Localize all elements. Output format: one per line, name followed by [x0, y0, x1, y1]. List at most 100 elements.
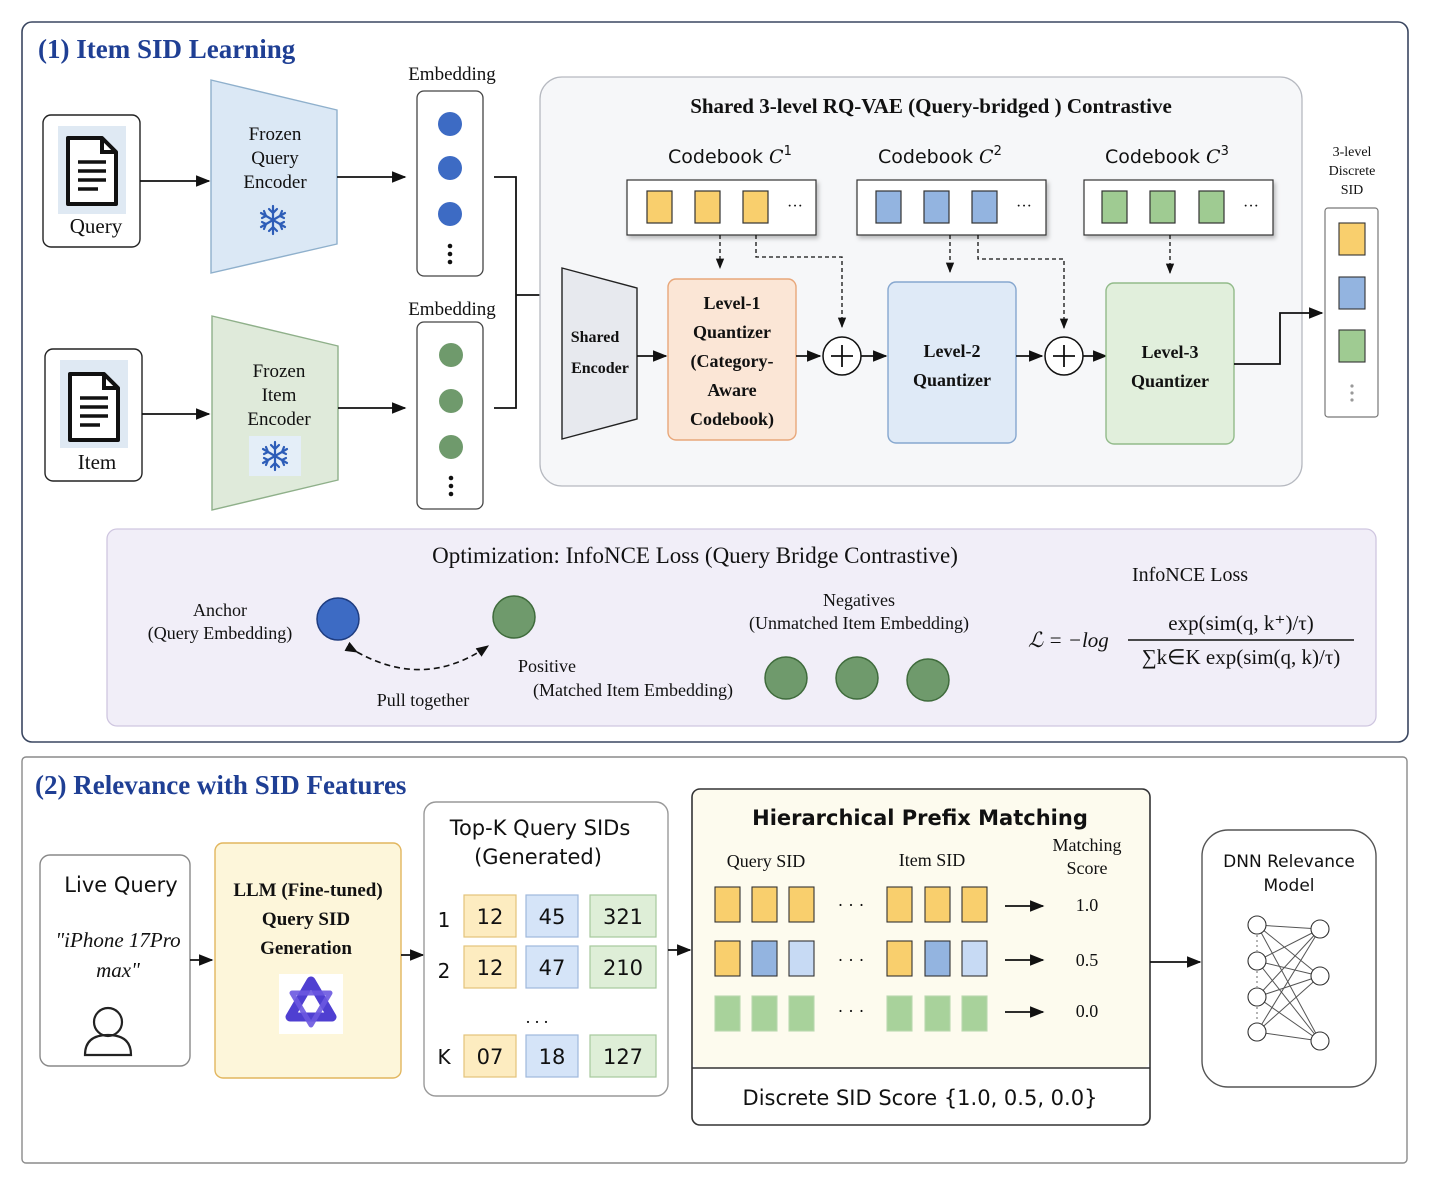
- sid-cell-value: 45: [539, 905, 566, 929]
- level2-line: Quantizer: [913, 370, 991, 390]
- pull-together-label: Pull together: [377, 690, 470, 710]
- match-row: · · · 0.5: [714, 940, 1099, 977]
- topk-title-line: (Generated): [474, 845, 602, 869]
- formula-numerator: exp(sim(q, k⁺)/τ): [1168, 611, 1314, 635]
- query-input-box: Query: [42, 114, 141, 248]
- live-query-text-line1: "iPhone 17Pro: [55, 928, 180, 952]
- query-encoder-line1: Frozen: [249, 124, 302, 145]
- level3-line: Quantizer: [1131, 371, 1209, 391]
- negative-dot: [835, 656, 879, 700]
- query-encoder-line3: Encoder: [243, 172, 307, 193]
- optimization-title: Optimization: InfoNCE Loss (Query Bridge…: [432, 543, 958, 568]
- section-item-sid-learning: (1) Item SID Learning Query: [21, 21, 1409, 743]
- optimization-panel: Optimization: InfoNCE Loss (Query Bridge…: [106, 528, 1377, 727]
- embedding-dot: [438, 156, 462, 180]
- codebook-2-label: Codebook C2: [878, 144, 1002, 168]
- plus-icon: [822, 336, 862, 376]
- codebook-1: Codebook C1 ···: [626, 144, 817, 236]
- live-query-box: Live Query "iPhone 17Pro max": [39, 854, 191, 1067]
- output-label-line: SID: [1341, 183, 1364, 198]
- snowflake-icon: [259, 204, 287, 236]
- codebook-entry: [971, 190, 998, 224]
- sid-code: [1338, 329, 1366, 363]
- pull-together-arrow: [344, 641, 490, 671]
- llm-logo-icon: [285, 976, 337, 1028]
- level1-line: (Category-: [691, 351, 774, 372]
- neural-network-icon: [1247, 915, 1330, 1051]
- section2-title: (2) Relevance with SID Features: [35, 770, 406, 800]
- vertical-ellipsis-icon: [1350, 384, 1354, 402]
- sid-cell-value: 47: [539, 956, 566, 980]
- item-sid-header: Item SID: [899, 850, 966, 870]
- loss-title: InfoNCE Loss: [1132, 564, 1248, 586]
- sid-cell: [589, 894, 657, 938]
- dnn-relevance-model: DNN Relevance Model: [1201, 829, 1377, 1088]
- item-embedding-vector: [416, 321, 484, 510]
- anchor-label: Anchor: [193, 600, 247, 620]
- user-icon: [83, 1006, 133, 1057]
- sid-cell-value: 18: [539, 1045, 566, 1069]
- level-3-quantizer: Level-3 Quantizer: [1105, 282, 1235, 445]
- row-ellipsis: · · ·: [838, 950, 865, 970]
- positive-dot: [492, 595, 536, 639]
- codebook-entry: [923, 190, 950, 224]
- match-row: · · · 0.0: [714, 995, 1098, 1032]
- match-row: · · · 1.0: [714, 886, 1099, 923]
- shared-encoder: Shared Encoder: [561, 267, 638, 440]
- item-embedding-label: Embedding: [408, 299, 496, 320]
- sid-cell: [525, 1034, 579, 1078]
- output-label-line: 3-level: [1333, 145, 1372, 160]
- codebook-entry: [694, 190, 721, 224]
- dnn-label-line: Model: [1263, 876, 1314, 896]
- matching-score-header: Score: [1067, 858, 1108, 878]
- codebook-3-label: Codebook C3: [1105, 144, 1229, 168]
- positive-label: Positive: [518, 656, 576, 676]
- topk-query-sids-box: Top-K Query SIDs (Generated) 1 12 45 321…: [423, 801, 669, 1097]
- sid-cell: [463, 894, 517, 938]
- row-ellipsis: · · ·: [838, 1001, 865, 1021]
- sid-code: [1338, 276, 1366, 310]
- level3-line: Level-3: [1142, 342, 1199, 362]
- frozen-item-encoder: Frozen Item Encoder: [211, 315, 339, 511]
- level-1-quantizer: Level-1 Quantizer (Category- Aware Codeb…: [667, 278, 797, 441]
- match-score: 0.5: [1076, 950, 1099, 970]
- codebook-2: Codebook C2 ···: [856, 144, 1047, 236]
- level1-line: Level-1: [704, 293, 761, 313]
- item-encoder-line3: Encoder: [247, 409, 311, 430]
- level3-to-output-arrow: [1234, 307, 1324, 365]
- level2-line: Level-2: [924, 341, 981, 361]
- topk-rank: K: [437, 1045, 451, 1069]
- plus-icon: [1044, 336, 1084, 376]
- output-label-line: Discrete: [1329, 164, 1376, 179]
- sid-cell-value: 210: [603, 956, 643, 980]
- snowflake-icon: [261, 440, 289, 472]
- vertical-ellipsis-icon: [447, 243, 453, 265]
- section1-title: (1) Item SID Learning: [38, 34, 296, 64]
- merge-bracket: [494, 176, 517, 409]
- codebook-entry: [1101, 190, 1128, 224]
- sid-cell: [525, 894, 579, 938]
- row-ellipsis: · · ·: [838, 895, 865, 915]
- query-encoder-line2: Query: [251, 148, 299, 169]
- embedding-dot: [438, 202, 462, 226]
- sid-cell: [525, 945, 579, 989]
- shared-encoder-line1: Shared: [571, 329, 620, 346]
- dnn-label-line: DNN Relevance: [1223, 852, 1355, 872]
- item-encoder-line1: Frozen: [253, 361, 306, 382]
- section-relevance-with-sid: (2) Relevance with SID Features Live Que…: [21, 756, 1408, 1164]
- negative-dot: [764, 656, 808, 700]
- formula-lhs: ℒ = −log: [1028, 628, 1109, 652]
- anchor-dot: [316, 597, 360, 641]
- shared-encoder-line2: Encoder: [571, 360, 629, 377]
- sid-cell-value: 12: [477, 905, 504, 929]
- document-icon: [66, 136, 118, 206]
- item-input-box: Item: [44, 348, 143, 482]
- embedding-dot: [438, 112, 462, 136]
- frozen-query-encoder: Frozen Query Encoder: [210, 79, 338, 274]
- codebook-ellipsis: ···: [1243, 198, 1259, 215]
- negatives-label: Negatives: [823, 590, 895, 610]
- match-score: 1.0: [1076, 895, 1099, 915]
- anchor-sublabel: (Query Embedding): [148, 623, 292, 644]
- negatives-sublabel: (Unmatched Item Embedding): [749, 613, 969, 634]
